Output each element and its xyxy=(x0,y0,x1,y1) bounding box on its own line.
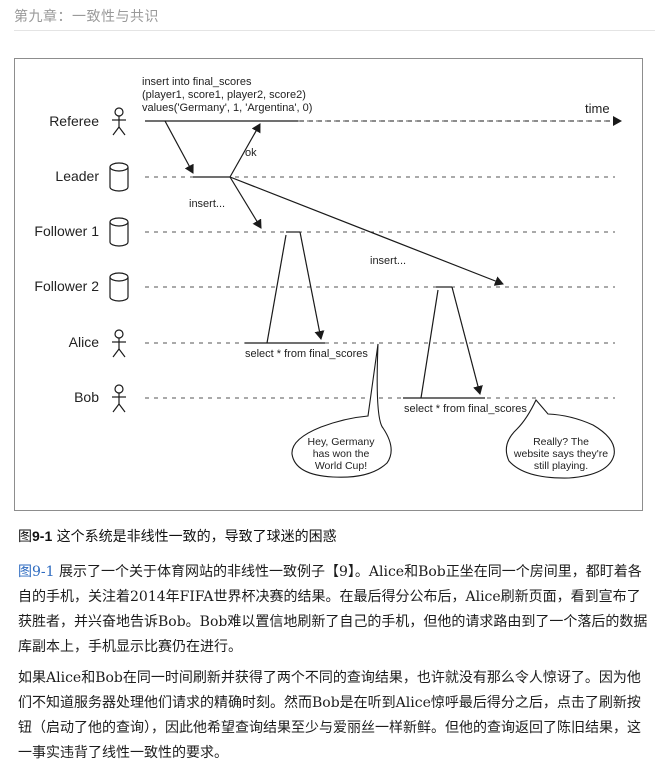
leader-database-icon xyxy=(109,162,129,192)
caption-number: 9-1 xyxy=(32,528,53,544)
insert-to-leader-arrow xyxy=(164,120,194,174)
alice-bubble-line-1: Hey, Germany xyxy=(308,436,376,448)
alice-person-icon xyxy=(112,329,126,358)
actor-follower1-label: Follower 1 xyxy=(34,223,99,239)
bob-select-query: select * from final_scores xyxy=(404,403,527,415)
actor-alice-label: Alice xyxy=(69,334,100,350)
bob-person-icon xyxy=(112,384,126,413)
insert-label-follower2: insert... xyxy=(370,255,406,267)
actor-referee-label: Referee xyxy=(49,113,99,129)
follower2-database-icon xyxy=(109,272,129,302)
bob-query-up xyxy=(420,289,439,399)
bob-bubble-line-2: website says they're xyxy=(513,448,608,460)
paragraph-1: 图9-1 展示了一个关于体育网站的非线性一致例子【9】。Alice和Bob正坐在… xyxy=(18,560,650,660)
figure-caption: 图9-1 这个系统是非线性一致的，导致了球迷的困惑 xyxy=(18,526,337,546)
insert-to-follower2-arrow xyxy=(229,176,504,286)
caption-text: 这个系统是非线性一致的，导致了球迷的困惑 xyxy=(52,529,337,545)
alice-bubble-line-3: World Cup! xyxy=(315,460,367,472)
sequence-diagram: time Referee Leader Follower 1 Follower … xyxy=(34,76,622,479)
actor-bob-label: Bob xyxy=(74,389,99,405)
insert-statement-line-3: values('Germany', 1, 'Argentina', 0) xyxy=(142,102,312,114)
time-label: time xyxy=(585,101,610,116)
bob-speech-bubble xyxy=(505,398,615,479)
referee-person-icon xyxy=(112,107,126,136)
insert-to-follower1-arrow xyxy=(229,176,262,229)
bob-bubble-line-1: Really? The xyxy=(533,436,589,448)
bob-bubble-line-3: still playing. xyxy=(534,460,588,472)
insert-label-leader: insert... xyxy=(189,198,225,210)
running-head: 第九章：一致性与共识 xyxy=(14,9,159,25)
ok-response-arrow xyxy=(229,123,261,178)
header-divider xyxy=(14,30,655,31)
figure-9-1: time Referee Leader Follower 1 Follower … xyxy=(14,58,643,511)
follower1-database-icon xyxy=(109,217,129,247)
ok-label: ok xyxy=(245,147,257,159)
bob-response-arrow xyxy=(451,286,483,395)
paragraph-1-text: 展示了一个关于体育网站的非线性一致例子【9】。Alice和Bob正坐在同一个房间… xyxy=(18,564,648,655)
caption-prefix: 图 xyxy=(18,529,32,545)
insert-statement-line-2: (player1, score1, player2, score2) xyxy=(142,89,306,101)
paragraph-2: 如果Alice和Bob在同一时间刷新并获得了两个不同的查询结果，也许就没有那么令… xyxy=(18,666,650,766)
alice-response-arrow xyxy=(299,231,325,340)
alice-speech-bubble xyxy=(291,343,392,478)
figure-reference-link[interactable]: 图9-1 xyxy=(18,564,55,580)
alice-query-up xyxy=(266,234,287,344)
actor-follower2-label: Follower 2 xyxy=(34,278,99,294)
paragraph-2-text: 如果Alice和Bob在同一时间刷新并获得了两个不同的查询结果，也许就没有那么令… xyxy=(18,670,641,761)
alice-select-query: select * from final_scores xyxy=(245,348,368,360)
insert-statement-line-1: insert into final_scores xyxy=(142,76,252,88)
alice-bubble-line-2: has won the xyxy=(313,448,370,460)
actor-leader-label: Leader xyxy=(55,168,99,184)
